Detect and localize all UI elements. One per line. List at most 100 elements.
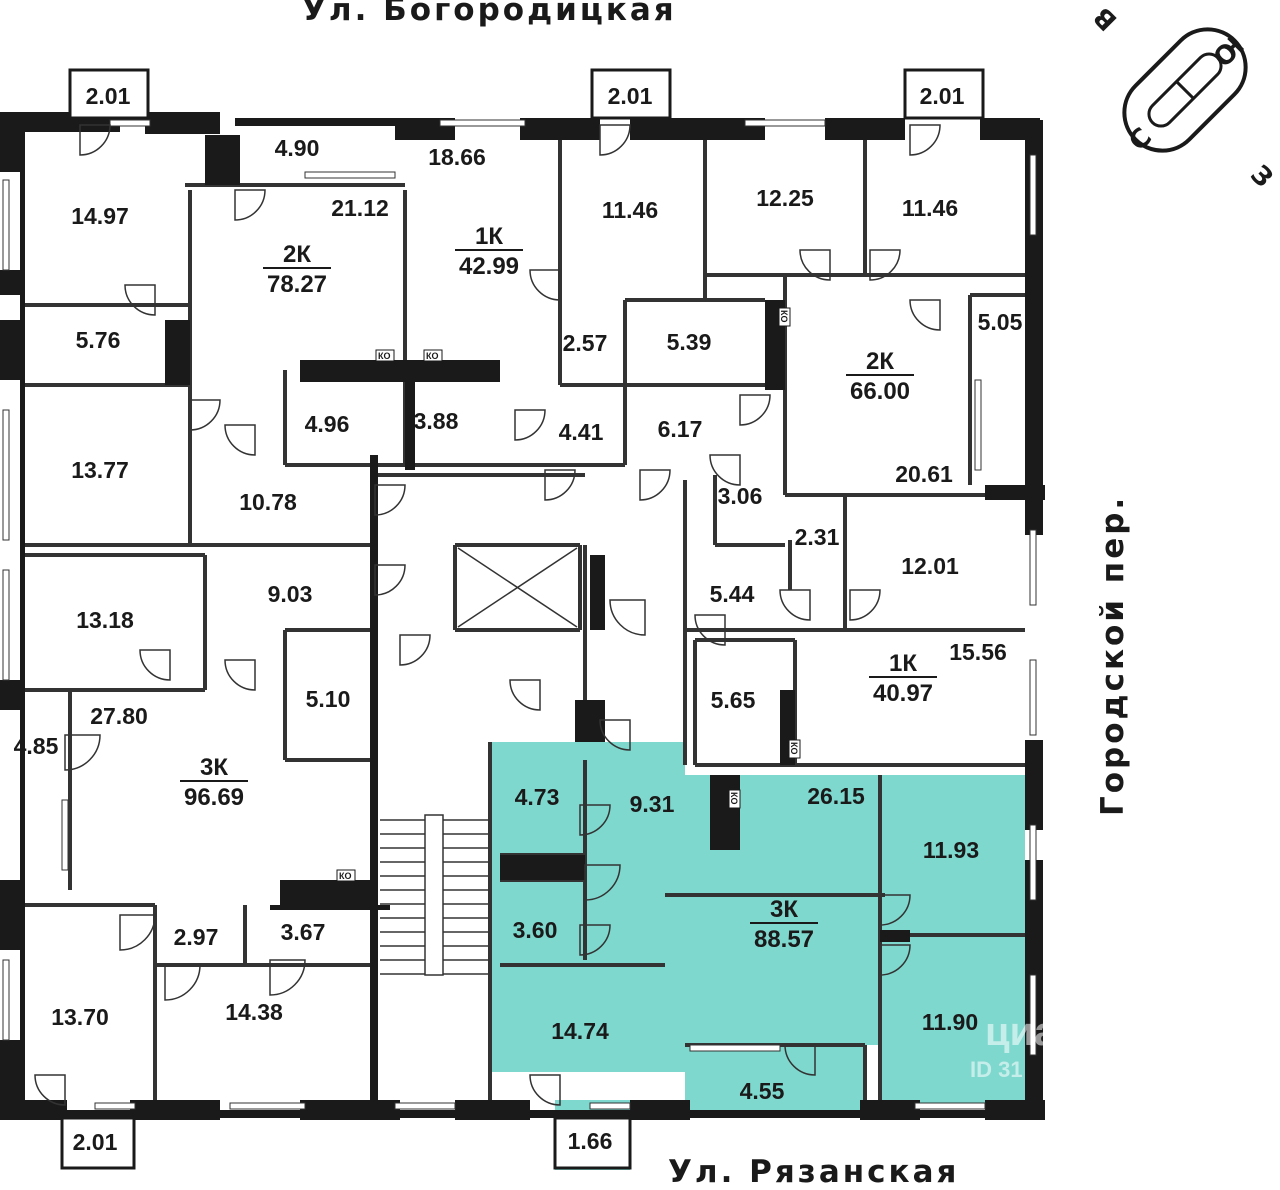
room-area-label: 3.67 <box>281 919 326 945</box>
highlight-area <box>585 742 685 772</box>
room-area-label: 12.25 <box>756 185 814 211</box>
door-swing <box>529 269 561 301</box>
door-swing <box>374 564 406 596</box>
watermark-id: ID 31 <box>970 1057 1023 1082</box>
door-swing <box>909 124 941 156</box>
door-swing <box>189 399 221 431</box>
room-area-label: 4.90 <box>275 135 320 161</box>
wall-segment <box>300 360 500 382</box>
apartment-type: 3К <box>770 896 798 923</box>
compass <box>1122 27 1248 153</box>
room-area-label: 4.85 <box>14 733 59 759</box>
ko-label: КО <box>729 792 739 805</box>
room-area-label: 18.66 <box>428 144 486 170</box>
door-swing <box>529 1074 561 1106</box>
door-swing <box>584 864 621 901</box>
door-swing <box>64 734 101 771</box>
room-area-label: 11.46 <box>902 195 958 221</box>
apartment-area: 42.99 <box>459 253 519 280</box>
watermark-brand: циан <box>985 1010 1081 1054</box>
door-swing <box>269 959 306 996</box>
window <box>974 379 982 471</box>
apartment-type: 2К <box>866 348 894 375</box>
room-area-label: 1.66 <box>568 1128 613 1154</box>
door-swing <box>579 804 611 836</box>
room-area-label: 10.78 <box>239 489 297 515</box>
door-swing <box>79 124 111 156</box>
window <box>394 1102 456 1110</box>
apartment-type: 1К <box>475 223 503 250</box>
apartment-type: 1К <box>889 650 917 677</box>
room-area-label: 4.96 <box>305 411 350 437</box>
door-swing <box>879 894 911 926</box>
door-swing <box>609 599 646 636</box>
room-area-label: 2.01 <box>920 83 965 109</box>
room-area-label: 13.70 <box>51 1004 109 1030</box>
apartment-labels: 2К78.271К42.992К66.001К40.973К96.693К88.… <box>180 223 937 953</box>
compass-letter-e: В <box>1088 1 1123 36</box>
highlight-area <box>685 1045 865 1115</box>
window <box>1029 974 1037 1056</box>
window <box>589 1102 631 1110</box>
wall-segment <box>520 118 600 140</box>
room-area-label: 13.18 <box>76 607 134 633</box>
door-swing <box>869 249 901 281</box>
ko-marker: КО <box>423 349 443 362</box>
street-label-right: Городской пер. <box>1095 494 1131 816</box>
window <box>1029 824 1037 901</box>
wall-segment <box>205 135 240 185</box>
ko-label: КО <box>426 351 439 361</box>
door-swing <box>399 634 431 666</box>
wall-segment <box>985 485 1045 500</box>
door-swing <box>139 649 171 681</box>
room-area-label: 14.97 <box>71 203 129 229</box>
wall-segment <box>1025 740 1043 830</box>
ko-label: КО <box>779 310 789 323</box>
wall-segment <box>0 880 22 950</box>
room-area-label: 4.73 <box>515 784 560 810</box>
door-swing <box>799 249 831 281</box>
window <box>304 171 396 179</box>
windows <box>2 119 1037 1110</box>
compass-needle <box>1175 80 1195 100</box>
highlighted-apartment-zone <box>490 742 1025 1170</box>
door-swing <box>779 589 811 621</box>
interior-partitions <box>22 135 1025 1115</box>
room-area-label: 5.76 <box>76 327 121 353</box>
elevator-cross <box>457 547 578 628</box>
street-label-bottom: Ул. Рязанская <box>668 1154 960 1190</box>
wall-segment <box>880 930 910 942</box>
room-area-label: 2.01 <box>73 1129 118 1155</box>
highlight-area <box>670 895 885 1045</box>
wall-segment <box>370 615 378 1120</box>
room-area-label: 5.65 <box>711 687 756 713</box>
room-area-label: 15.56 <box>949 639 1007 665</box>
room-area-label: 5.44 <box>710 581 755 607</box>
wall-segment <box>0 320 22 380</box>
room-area-label: 2.97 <box>174 924 219 950</box>
window <box>1029 154 1037 236</box>
window <box>2 569 10 681</box>
stair-divider <box>424 814 444 976</box>
door-swing <box>709 454 741 486</box>
apartment-area: 96.69 <box>184 784 244 811</box>
apartment-label-apt-w-3k: 3К 96.69 <box>180 754 248 811</box>
door-swing <box>639 469 671 501</box>
apartment-type: 3К <box>200 754 228 781</box>
room-area-label: 2.31 <box>795 524 840 550</box>
door-swing <box>599 124 631 156</box>
wall-segment <box>145 112 220 134</box>
ko-marker: КО <box>336 869 356 882</box>
window <box>94 1102 136 1110</box>
wall-segment <box>0 1040 22 1120</box>
wall-segment <box>270 905 390 910</box>
wall-segment <box>710 775 740 850</box>
room-area-label: 3.06 <box>718 483 763 509</box>
door-swing <box>119 914 156 951</box>
ko-label: КО <box>378 351 391 361</box>
window <box>1029 529 1037 606</box>
